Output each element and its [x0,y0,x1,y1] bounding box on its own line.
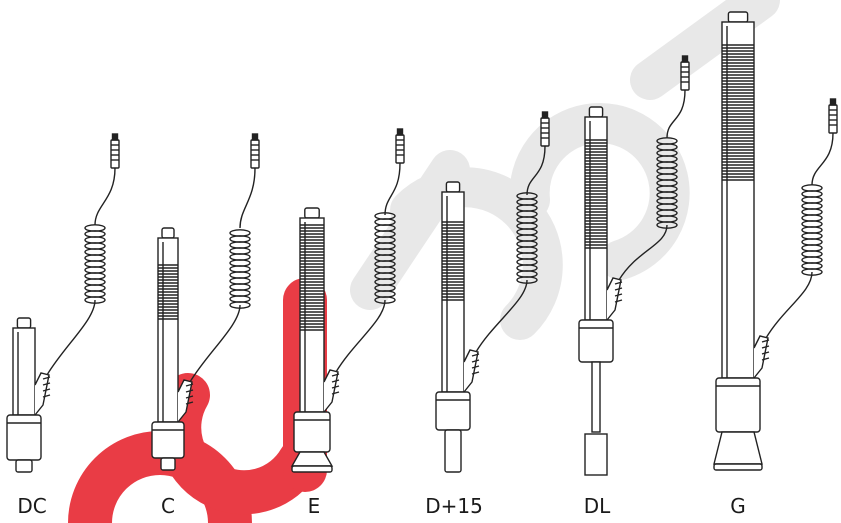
watermark-grey-letters [350,0,780,340]
probe-dl [578,55,690,476]
probe-dc [6,133,120,473]
probe-label-dc: DC [17,494,47,518]
probe-label-c: C [161,494,175,518]
probe-label-g: G [730,494,746,518]
probe-d15 [435,111,550,473]
probe-label-e: E [307,494,321,518]
probe-e [290,128,405,473]
probe-c [151,133,260,471]
probe-label-dl: DL [583,494,611,518]
watermark-logo [68,0,780,523]
probe-label-d15: D+15 [425,494,483,518]
watermark-red-letters [68,278,327,523]
probe-g [713,11,838,471]
